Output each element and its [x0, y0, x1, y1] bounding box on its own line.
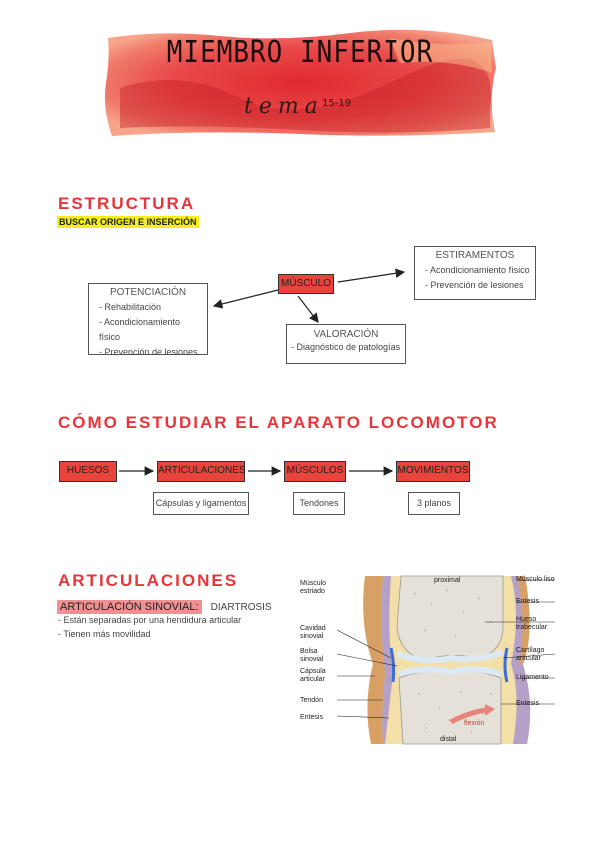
- sinovial-item: Tienen más movilidad: [58, 627, 241, 641]
- valoracion-item: - Diagnóstico de patologías: [291, 342, 401, 352]
- step-articulaciones: ARTICULACIONES: [157, 461, 246, 482]
- estiramientos-item: Acondicionamiento físico: [425, 263, 531, 278]
- estructura-highlight: BUSCAR ORIGEN E INSERCIÓN: [57, 216, 199, 228]
- tema-label: tema: [244, 94, 324, 119]
- tema-range: 15-19: [322, 98, 352, 109]
- label-bolsa-sinovial: Bolsa sinovial: [300, 648, 324, 663]
- label-cavidad-sinovial: Cavidad sinovial: [300, 625, 326, 640]
- label-musculo-estriado: Músculo estriado: [300, 580, 327, 595]
- step-musculos: MÚSCULOS: [284, 461, 346, 482]
- step-huesos: HUESOS: [59, 461, 117, 482]
- sinovial-list: Están separadas por una hendidura articu…: [58, 613, 241, 641]
- sinovial-item: Están separadas por una hendidura articu…: [58, 613, 242, 627]
- step-movimientos: MOVIMIENTOS: [396, 461, 470, 482]
- label-cartilago-articular: Cartílago articular: [516, 647, 545, 662]
- estructura-heading: ESTRUCTURA: [58, 194, 196, 213]
- estiramientos-box: ESTIRAMENTOS Acondicionamiento físico Pr…: [414, 246, 536, 300]
- articulaciones-heading: ARTICULACIONES: [58, 571, 239, 590]
- label-tendon: Tendón: [300, 697, 323, 704]
- potenciacion-box: POTENCIACIÓN Rehabilitación Acondicionam…: [88, 283, 208, 357]
- sinovial-row: ARTICULACIÓN SINOVIAL: DIARTROSIS: [57, 595, 272, 614]
- label-entesis-right-bottom: Entesis: [516, 700, 539, 707]
- potenciacion-title: POTENCIACIÓN: [109, 287, 187, 298]
- sub-tendones: Tendones: [293, 492, 345, 515]
- diartrosis-label: DIARTROSIS: [210, 602, 272, 613]
- label-musculo-liso: Músculo liso: [516, 576, 555, 583]
- potenciacion-item: Rehabilitación: [99, 300, 203, 315]
- label-proximal: proximal: [434, 577, 461, 584]
- sub-planos: 3 planos: [408, 492, 460, 515]
- label-entesis-right-top: Entesis: [516, 598, 539, 605]
- estudiar-heading: CÓMO ESTUDIAR EL APARATO LOCOMOTOR: [58, 413, 499, 432]
- potenciacion-item: Acondicionamiento físico: [99, 315, 203, 345]
- label-flexion: flexión: [464, 720, 485, 727]
- valoracion-title: VALORACIÓN: [313, 329, 379, 340]
- label-ligamento: Ligamento: [516, 674, 549, 681]
- label-capsula-articular: Cápsula articular: [300, 668, 326, 683]
- sub-capsulas: Cápsulas y ligamentos: [153, 492, 249, 515]
- potenciacion-item: Prevención de lesiones: [99, 345, 203, 360]
- label-distal: distal: [440, 736, 457, 743]
- estiramientos-title: ESTIRAMENTOS: [435, 250, 515, 261]
- valoracion-box: VALORACIÓN - Diagnóstico de patologías: [286, 324, 406, 364]
- estiramientos-item: Prevención de lesiones: [425, 278, 531, 293]
- header-banner: [104, 29, 496, 136]
- sinovial-highlight: ARTICULACIÓN SINOVIAL:: [57, 600, 202, 614]
- page-title: MIEMBRO INFERIOR: [166, 35, 434, 71]
- label-hueso-trabecular: Hueso trabecular: [516, 616, 548, 631]
- label-entesis-left: Entesis: [300, 714, 323, 721]
- synovial-joint-diagram: [336, 575, 556, 745]
- musculo-box: MÚSCULO: [278, 274, 334, 294]
